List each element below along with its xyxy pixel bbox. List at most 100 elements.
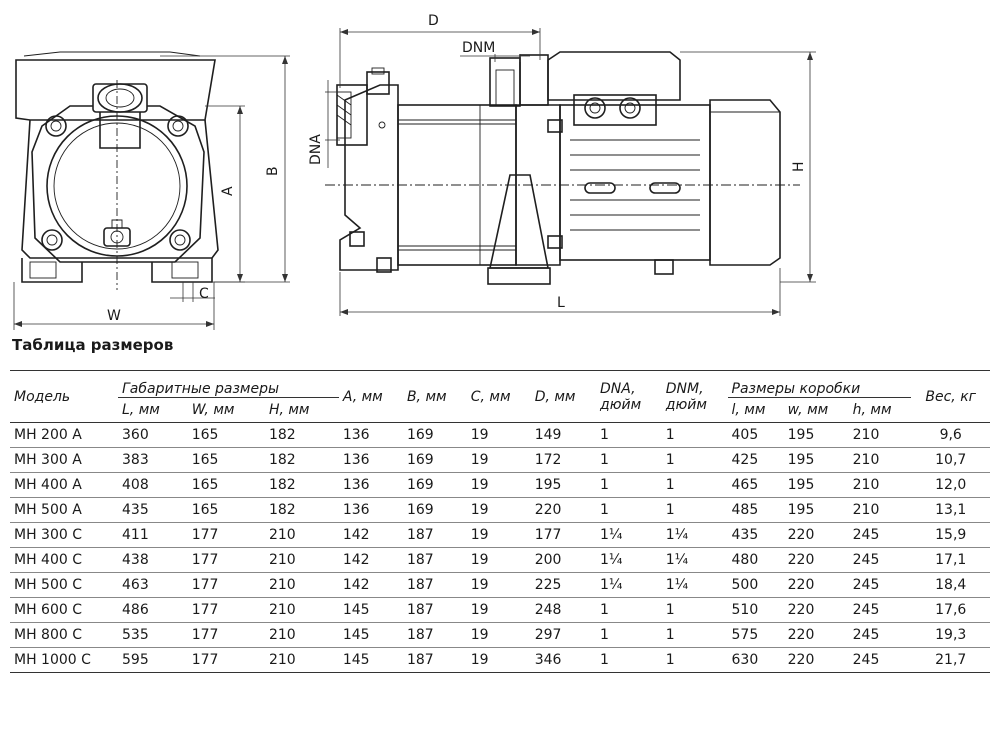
- head-bolt-bottom: [349, 231, 365, 247]
- bolt-bottom-right-inner: [174, 234, 186, 246]
- header-l: L, мм: [122, 402, 160, 418]
- cell-model: MH 1000 C: [14, 652, 91, 668]
- cell-box-h: 245: [852, 577, 880, 593]
- bolt-bottom-right: [169, 229, 191, 251]
- cell-b: 169: [406, 427, 434, 443]
- cell-a: 136: [342, 502, 370, 518]
- priming-plug-cap: [371, 67, 385, 75]
- cell-dnm: 1¼: [665, 552, 689, 568]
- cell-model: MH 400 C: [14, 552, 83, 568]
- cell-w: 177: [191, 652, 219, 668]
- cell-dna: 1: [600, 452, 609, 468]
- cell-box-w: 195: [787, 452, 815, 468]
- cell-box-l: 485: [731, 502, 759, 518]
- header-model: Модель: [14, 388, 71, 405]
- cell-d: 172: [534, 452, 562, 468]
- cell-dna: 1¼: [600, 577, 623, 593]
- pump-technical-drawing: W C A B: [13, 13, 816, 330]
- cell-box-h: 245: [852, 652, 880, 668]
- header-b: B, мм: [406, 388, 447, 405]
- cell-d: 195: [534, 477, 562, 493]
- label-d: D: [428, 13, 439, 29]
- header-dna-line-1: DNA,: [600, 380, 636, 397]
- cell-dnm: 1: [665, 427, 675, 443]
- cell-weight: 15,9: [935, 527, 967, 543]
- discharge-port-ring: [97, 83, 143, 113]
- bolt-top-right-inner: [172, 120, 184, 132]
- header-dnm-line-1: DNM,: [665, 380, 704, 397]
- cell-model: MH 400 A: [14, 477, 82, 493]
- head-bolt-top: [378, 121, 386, 129]
- cell-b: 187: [406, 552, 434, 568]
- priming-plug: [366, 71, 390, 95]
- cell-dnm: 1: [665, 652, 675, 668]
- cell-box-w: 220: [787, 527, 815, 543]
- cell-dna: 1: [600, 502, 609, 518]
- cell-box-h: 210: [852, 502, 880, 518]
- cell-box-w: 220: [787, 552, 815, 568]
- cell-a: 136: [342, 427, 370, 443]
- motor-slot-left: [584, 182, 616, 194]
- cable-gland-left: [584, 97, 606, 119]
- foot-left-slot: [29, 261, 57, 279]
- bracket-bolt-top: [547, 119, 563, 133]
- motor-housing-rim: [23, 51, 201, 57]
- cell-dnm: 1: [665, 627, 675, 643]
- cell-l: 535: [122, 627, 149, 643]
- bolt-bottom-left: [41, 229, 63, 251]
- front-view-dimensions: W C A B: [13, 55, 290, 330]
- pump-front-view: [15, 51, 219, 290]
- cell-w: 177: [191, 552, 219, 568]
- header-weight: Вес, кг: [925, 388, 977, 405]
- header-box-group: Размеры коробки: [727, 370, 912, 398]
- cell-b: 187: [406, 652, 434, 668]
- bolt-top-right: [167, 115, 189, 137]
- cell-d: 149: [534, 427, 562, 443]
- cell-a: 145: [342, 627, 370, 643]
- cell-dna: 1¼: [600, 552, 623, 568]
- header-box-l: l, мм: [731, 402, 766, 418]
- label-h: H: [791, 161, 807, 172]
- cell-box-l: 465: [731, 477, 759, 493]
- cell-dnm: 1¼: [665, 577, 689, 593]
- label-w: W: [107, 308, 121, 324]
- cell-c: 19: [470, 552, 489, 568]
- cell-box-l: 575: [731, 627, 759, 643]
- cell-w: 165: [191, 477, 219, 493]
- cell-d: 346: [534, 652, 562, 668]
- suction-flange: [336, 84, 368, 146]
- cell-a: 136: [342, 452, 370, 468]
- cell-l: 360: [122, 427, 149, 443]
- cell-w: 177: [191, 577, 219, 593]
- header-c: C, мм: [470, 388, 511, 405]
- cell-w: 165: [191, 452, 219, 468]
- support-foot-base: [487, 267, 551, 285]
- cell-d: 220: [534, 502, 562, 518]
- cell-weight: 19,3: [935, 627, 967, 643]
- cell-box-w: 220: [787, 577, 815, 593]
- cell-b: 187: [406, 627, 434, 643]
- motor-foot: [654, 259, 674, 275]
- cell-h: 210: [268, 527, 296, 543]
- cable-gland-right: [619, 97, 641, 119]
- cell-h: 210: [268, 552, 296, 568]
- cell-w: 177: [191, 527, 219, 543]
- foot-right: [151, 258, 213, 283]
- cell-box-h: 245: [852, 602, 880, 618]
- discharge-port-bore: [495, 69, 515, 107]
- table-header: Модель Габаритные размеры A, мм B, мм C,…: [10, 370, 990, 423]
- cell-l: 411: [122, 527, 149, 543]
- label-c: C: [199, 286, 209, 302]
- cell-d: 248: [534, 602, 562, 618]
- label-a: A: [220, 186, 236, 196]
- header-dna: DNA, дюйм: [596, 371, 662, 423]
- cell-c: 19: [470, 477, 489, 493]
- cell-d: 200: [534, 552, 562, 568]
- cell-dnm: 1: [665, 477, 675, 493]
- motor-bracket: [515, 104, 561, 266]
- foot-right-slot: [171, 261, 199, 279]
